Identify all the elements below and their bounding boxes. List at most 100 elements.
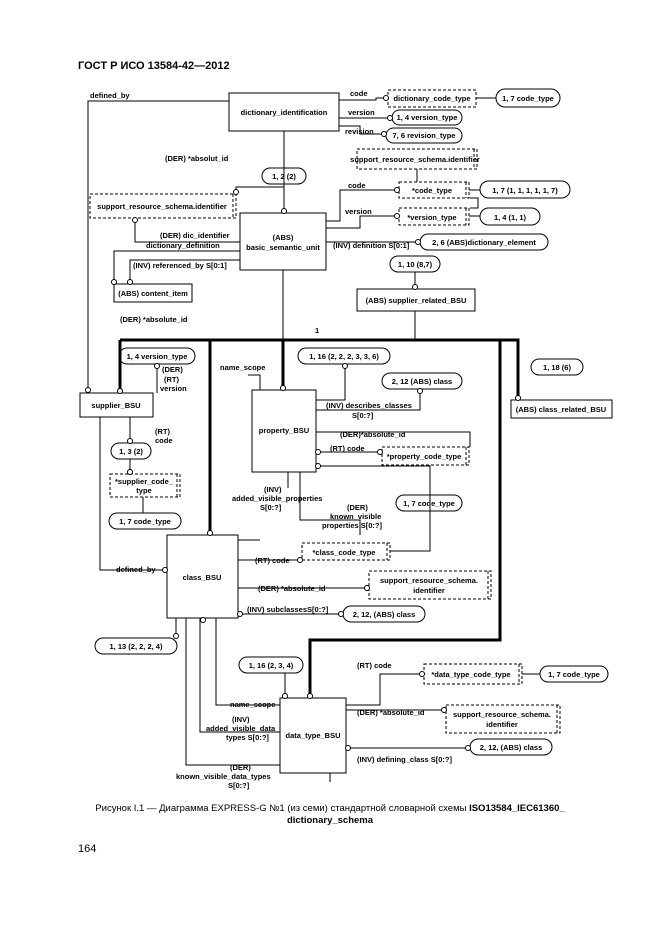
relation-label: version: [160, 384, 187, 393]
rel-circle: [383, 95, 389, 101]
relation-label: known_visible: [330, 512, 381, 521]
pageref-label: 1, 2 (2): [272, 172, 296, 181]
type-label: identifier: [486, 720, 518, 729]
caption-prefix: Рисунок I.1 — Диаграмма EXPRESS-G №1 (из…: [95, 803, 470, 814]
relation-label: revision: [345, 127, 374, 136]
type-label: support_resource_schema.identifier: [97, 202, 227, 211]
relation-label: S[0:?]: [352, 411, 374, 420]
pageref-label: 7, 6 revision_type: [393, 131, 456, 140]
pageref-label: 1, 7 code_type: [119, 517, 171, 526]
relation-label: (INV) describes_classes: [326, 401, 412, 410]
type-label: *code_type: [412, 186, 452, 195]
type-label: *data_type_code_type: [431, 670, 510, 679]
rel-circle: [338, 611, 344, 617]
entity-label: (ABS) content_item: [118, 289, 188, 298]
pageref-label: 2, 12, (ABS) class: [480, 743, 543, 752]
rel-circle: [419, 671, 425, 677]
relation-label: (DER) *absolute_id: [258, 584, 326, 593]
relation-label: (RT) code: [357, 661, 392, 670]
relation-label: (INV) subclassesS[0:?]: [247, 605, 329, 614]
entity-label: (ABS) class_related_BSU: [516, 405, 606, 414]
type-srs-identifier-left: [89, 193, 237, 219]
relation-label: known_visible_data_types: [176, 772, 271, 781]
relation-label: version: [345, 207, 372, 216]
type-label: support_resource_schema.identifier: [350, 155, 480, 164]
relation-label: (DER): [162, 365, 183, 374]
entity-label: basic_semantic_unit: [246, 243, 320, 252]
pageref-label: 1, 10 (8,7): [398, 260, 433, 269]
pageref-12: [530, 358, 584, 376]
rel-circle: [233, 189, 239, 195]
relation-label: S[0:?]: [260, 503, 282, 512]
entity-supplier-bsu: [79, 392, 154, 418]
caption-schema: ISO13584_IEC61360_: [469, 803, 565, 814]
rel-circle: [515, 395, 521, 401]
rel-circle: [154, 363, 160, 369]
rel-circle: [394, 213, 400, 219]
relation-label: (INV): [232, 715, 250, 724]
type-label: support_resource_schema.: [453, 710, 551, 719]
pageref-18: [238, 656, 304, 674]
page-header: ГОСТ Р ИСО 13584-42—2012: [78, 60, 230, 72]
pageref-label: 1, 4 version_type: [127, 352, 188, 361]
rel-circle: [342, 363, 348, 369]
rel-circle: [111, 279, 117, 285]
pageref-14: [395, 494, 463, 512]
pageref-label: 2, 6 (ABS)dictionary_element: [432, 238, 536, 247]
relation-label: defined_by: [116, 565, 156, 574]
pageref-label: 1, 3 (2): [119, 447, 143, 456]
type-label: *supplier_code_: [115, 477, 174, 486]
rel-circle: [117, 388, 123, 394]
relation-label: 1: [315, 326, 319, 335]
relation-label: (DER): [230, 763, 251, 772]
pageref-label: 1, 18 (6): [543, 363, 571, 372]
type-srs-identifier-class: [368, 570, 492, 600]
rel-circle: [307, 693, 313, 699]
pageref-label: 2, 12 (ABS) class: [392, 377, 452, 386]
type-label: *version_type: [407, 213, 456, 222]
relation-label: defined_by: [90, 91, 130, 100]
type-label: identifier: [413, 586, 445, 595]
pageref-label: 2, 12, (ABS) class: [353, 610, 416, 619]
entity-label: (ABS) supplier_related_BSU: [366, 296, 467, 305]
entity-label: (ABS): [273, 233, 294, 242]
rel-circle: [127, 469, 133, 475]
rel-circle: [85, 387, 91, 393]
type-property-code-type: [381, 446, 470, 466]
relation-label: added_visible_data: [206, 724, 276, 733]
relation-label: added_visible_properties: [232, 494, 322, 503]
entity-label: class_BSU: [183, 573, 222, 582]
rel-circle: [281, 208, 287, 214]
rel-circle: [387, 115, 393, 121]
relation-label: (INV) definition S[0:1]: [333, 241, 410, 250]
entity-content-item: [113, 283, 193, 303]
entity-data-type-bsu: [279, 697, 347, 774]
relation-label: code: [155, 436, 173, 445]
rel-circle: [364, 585, 370, 591]
pageref-label: 1, 4 (1, 1): [494, 213, 527, 222]
rel-circle: [315, 449, 321, 455]
pageref-label: 1, 7 code_type: [548, 670, 600, 679]
rel-circle: [237, 611, 243, 617]
rel-circle: [282, 693, 288, 699]
type-label: *property_code_type: [387, 452, 462, 461]
relation-label: (RT) code: [330, 444, 365, 453]
relation-label: dictionary_definition: [146, 241, 220, 250]
relation-label: code: [350, 89, 368, 98]
page-number: 164: [78, 843, 97, 855]
rel-circle: [315, 463, 321, 469]
figure-caption: Рисунок I.1 — Диаграмма EXPRESS-G №1 (из…: [60, 803, 600, 827]
relation-label: (RT): [155, 427, 170, 436]
rel-circle: [127, 438, 133, 444]
relation-label: (RT): [164, 375, 179, 384]
rel-circle: [280, 385, 286, 391]
rel-circle: [132, 217, 138, 223]
rel-circle: [345, 745, 351, 751]
pageref-label: 1, 4 version_type: [397, 113, 458, 122]
relation-label: (DER) *absolute_id: [120, 315, 188, 324]
rel-circle: [162, 567, 168, 573]
type-label: type: [136, 486, 151, 495]
relation-label: version: [348, 108, 375, 117]
relation-label: name_scope: [220, 363, 265, 372]
pageref-label: 1, 7 code_type: [403, 499, 455, 508]
